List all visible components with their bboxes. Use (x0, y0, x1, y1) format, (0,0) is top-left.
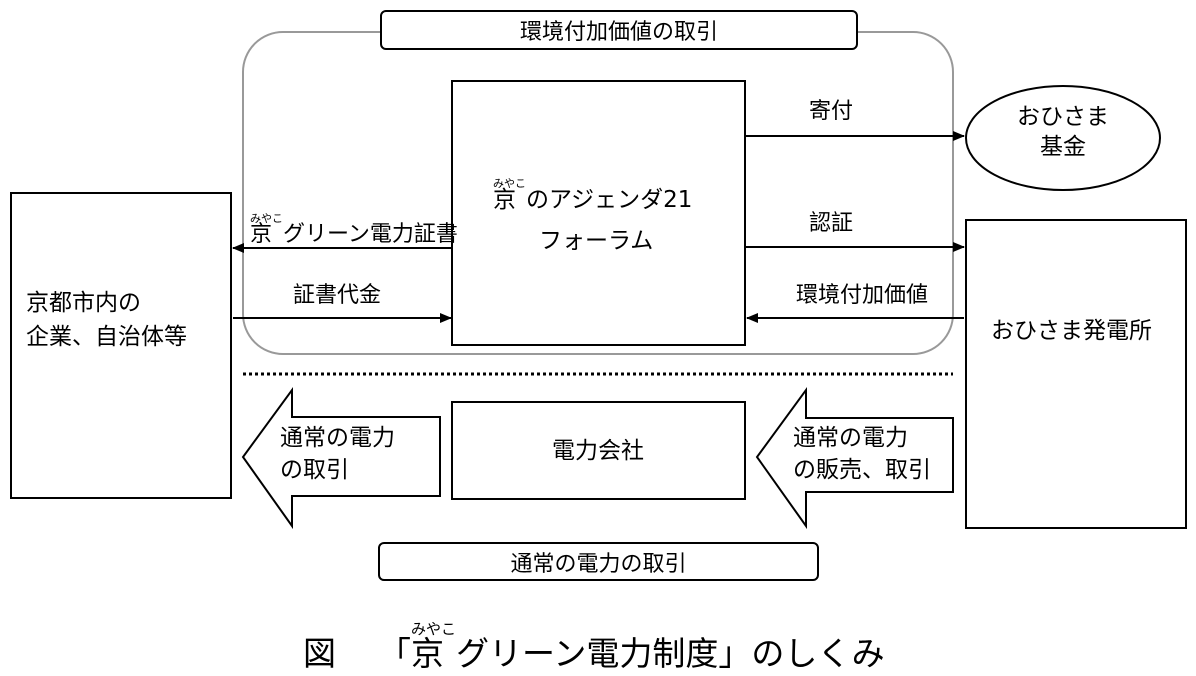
left-arrow-text: 通常の電力 の取引 (280, 425, 395, 483)
ohisama-fund: おひさま 基金 (1017, 104, 1109, 160)
caption-ruby: みやこ (411, 620, 457, 638)
normal-power-trade-label: 通常の電力の取引 (378, 542, 819, 581)
agenda21-forum-box: みやこ 京 のアジェンダ21 フォーラム (451, 80, 746, 346)
power-company-box: 電力会社 (451, 401, 746, 500)
forum-ruby: みやこ (493, 177, 526, 190)
ohisama-fund-ellipse (965, 85, 1161, 191)
ohisama-power-plant-box: おひさま発電所 (965, 219, 1187, 529)
companies-line1: 京都市内の (26, 290, 141, 316)
environmental-value-trade-label: 環境付加価値の取引 (380, 10, 858, 50)
kyoto-companies-box: 京都市内の 企業、自治体等 (10, 192, 232, 499)
certification-label: 認証 (809, 211, 854, 236)
env-value-label: 環境付加価値 (796, 283, 929, 308)
certificate-fee-label: 証書代金 (293, 283, 382, 308)
left-block-arrow (241, 386, 441, 530)
forum-line2: フォーラム (539, 228, 654, 254)
caption-prefix: 図 (303, 634, 336, 673)
power-plant-label: おひさま発電所 (991, 318, 1152, 344)
right-arrow-text: 通常の電力 の販売、取引 (793, 425, 931, 483)
forum-kyo: 京 (493, 187, 516, 213)
right-block-arrow (755, 386, 954, 530)
power-company-label: 電力会社 (552, 438, 644, 464)
donation-label: 寄付 (809, 99, 854, 124)
figure-caption: 図「 みやこ 京 グリーン電力制度」のしくみ (303, 620, 885, 673)
certificate-label: みやこ 京 グリーン電力証書 (250, 212, 458, 247)
companies-line2: 企業、自治体等 (26, 324, 187, 350)
forum-line1: のアジェンダ21 (526, 187, 693, 213)
